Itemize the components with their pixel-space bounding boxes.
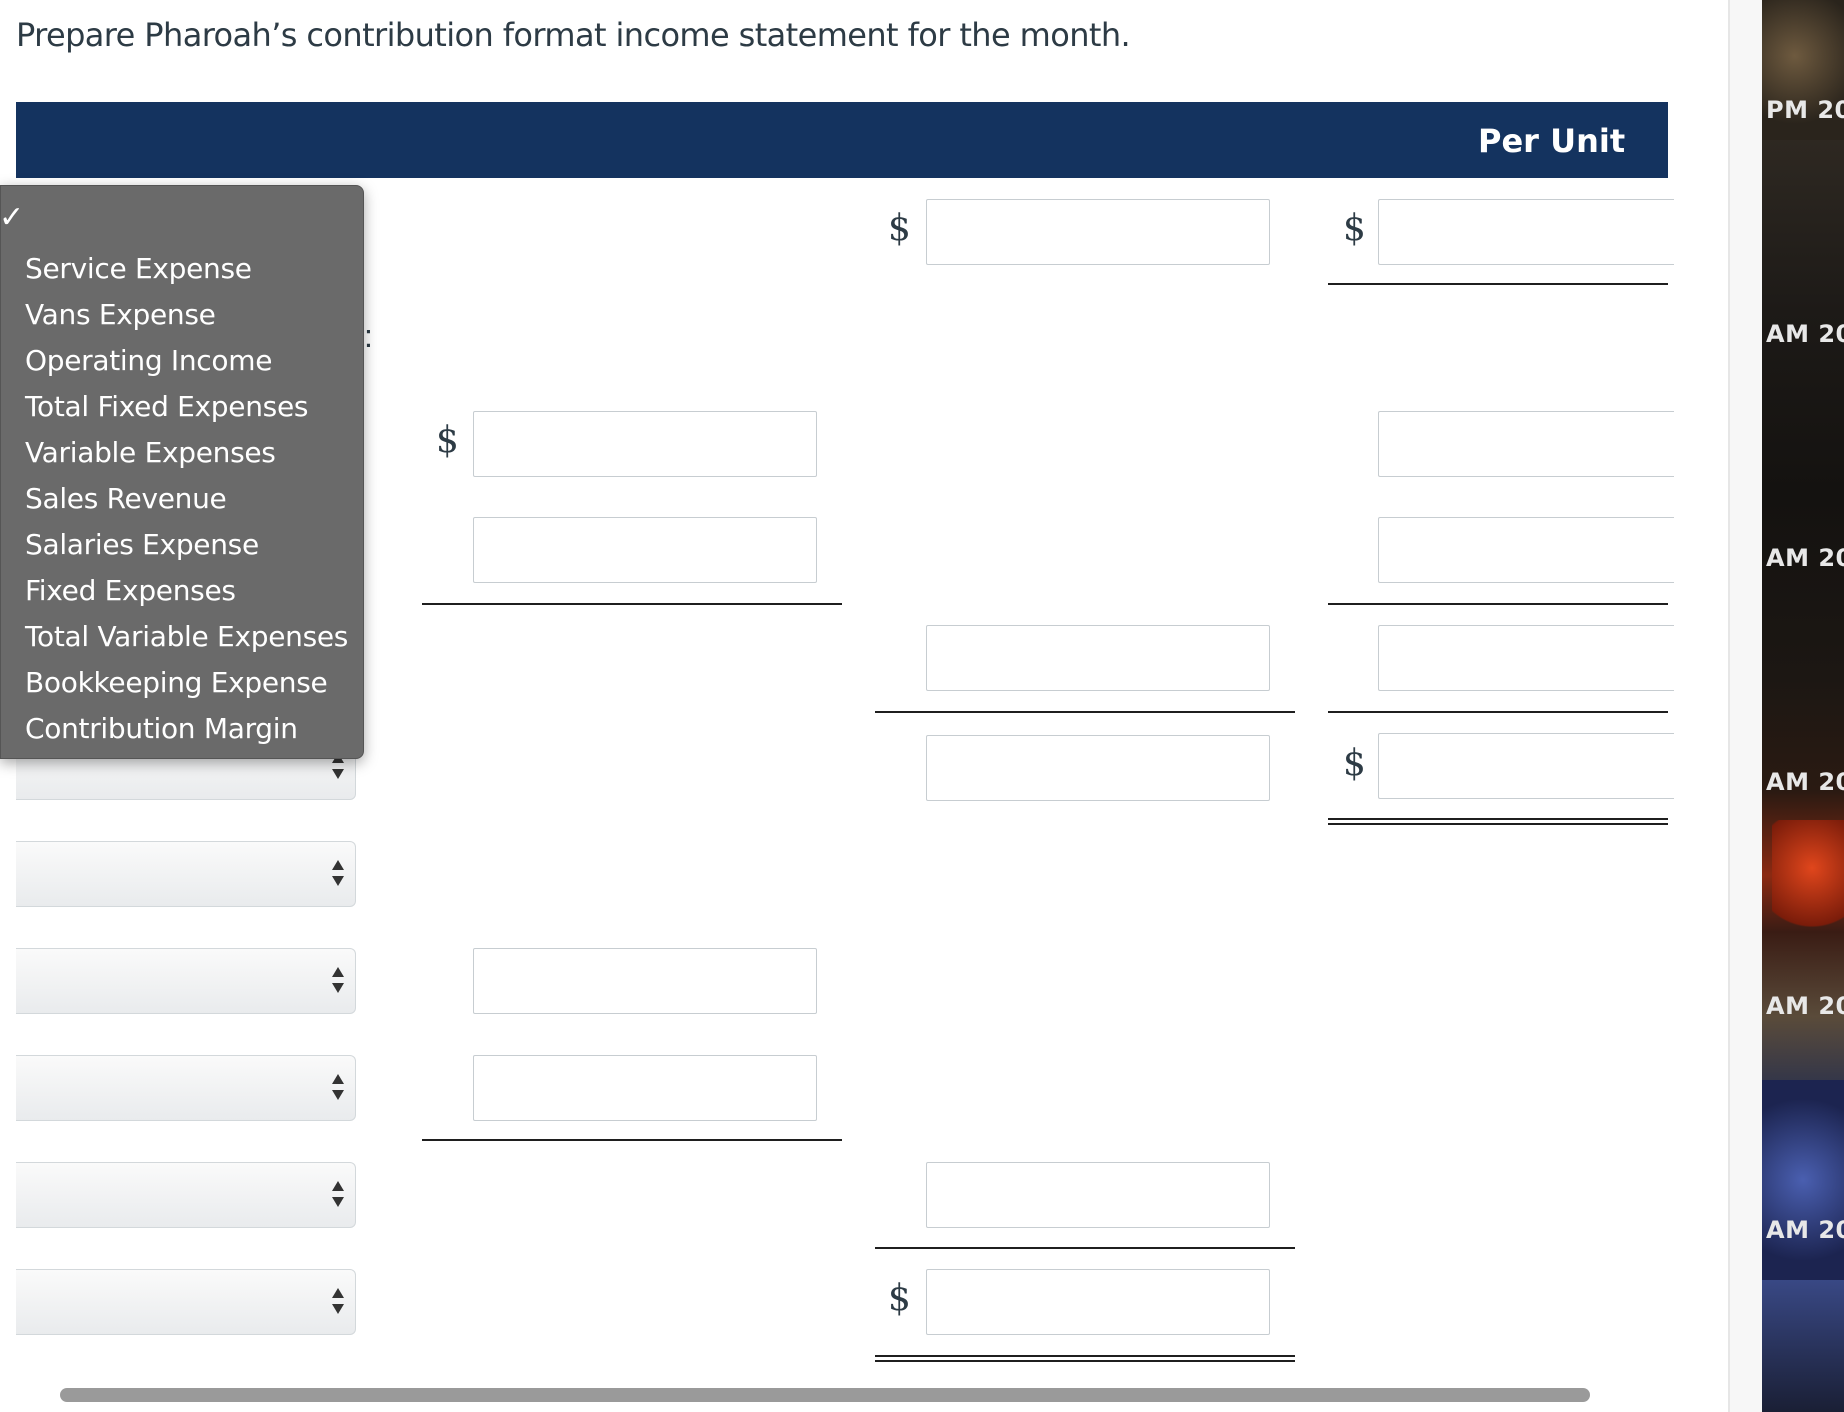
select-arrows-icon (332, 1288, 344, 1314)
checkmark-icon: ✓ (0, 201, 25, 234)
total-amount-input[interactable] (926, 735, 1270, 801)
dollar-sign: $ (1343, 208, 1366, 249)
expense-amount-input[interactable] (473, 948, 817, 1014)
double-rule (875, 1355, 1295, 1362)
subtotal-rule (1328, 283, 1668, 285)
row-label-select[interactable] (16, 1269, 356, 1335)
dropdown-option[interactable]: Service Expense (25, 252, 252, 285)
total-amount-input[interactable] (926, 1162, 1270, 1228)
row-label-select[interactable] (16, 1162, 356, 1228)
horizontal-scrollbar[interactable] (60, 1388, 1590, 1402)
dropdown-option[interactable]: Fixed Expenses (25, 574, 236, 607)
background-window-strip: PM 20 AM 20 AM 20 AM 20 AM 20 AM 20 (1762, 0, 1844, 1412)
dollar-sign: $ (1343, 743, 1366, 784)
timestamp-label: PM 20 (1766, 96, 1844, 124)
total-amount-input[interactable] (926, 199, 1270, 265)
total-amount-input[interactable] (926, 1269, 1270, 1335)
select-arrows-icon (332, 860, 344, 886)
subtotal-rule (1328, 603, 1668, 605)
per-unit-input[interactable] (1378, 517, 1674, 583)
select-arrows-icon (332, 753, 344, 779)
row-label-select[interactable] (16, 841, 356, 907)
double-rule (1328, 818, 1668, 825)
row-label-colon: : (364, 318, 373, 354)
dollar-sign: $ (436, 420, 459, 461)
dropdown-option[interactable]: Operating Income (25, 344, 273, 377)
timestamp-label: AM 20 (1766, 544, 1844, 572)
dropdown-option[interactable]: Vans Expense (25, 298, 216, 331)
per-unit-input[interactable] (1378, 199, 1674, 265)
expense-amount-input[interactable] (473, 1055, 817, 1121)
table-header (16, 102, 1668, 178)
timestamp-label: AM 20 (1766, 992, 1844, 1020)
total-amount-input[interactable] (926, 625, 1270, 691)
subtotal-rule (875, 1247, 1295, 1249)
expense-amount-input[interactable] (473, 411, 817, 477)
row-label-dropdown-menu[interactable]: ✓ Service Expense Vans Expense Operating… (0, 185, 364, 759)
dollar-sign: $ (888, 1278, 911, 1319)
page-divider (1728, 0, 1730, 1412)
timestamp-label: AM 20 (1766, 1216, 1844, 1244)
dropdown-option[interactable]: Total Fixed Expenses (25, 390, 309, 423)
dropdown-option[interactable]: Total Variable Expenses (25, 620, 349, 653)
per-unit-input[interactable] (1378, 733, 1674, 799)
timestamp-label: AM 20 (1766, 320, 1844, 348)
subtotal-rule (875, 711, 1295, 713)
subtotal-rule (422, 603, 842, 605)
row-label-select[interactable] (16, 948, 356, 1014)
per-unit-input[interactable] (1378, 625, 1674, 691)
per-unit-header: Per Unit (1478, 122, 1626, 160)
dropdown-option[interactable]: Contribution Margin (25, 712, 298, 745)
dropdown-option[interactable]: Variable Expenses (25, 436, 276, 469)
subtotal-rule (1328, 711, 1668, 713)
select-arrows-icon (332, 1181, 344, 1207)
dropdown-option[interactable]: Bookkeeping Expense (25, 666, 328, 699)
dropdown-option[interactable]: Salaries Expense (25, 528, 259, 561)
select-arrows-icon (332, 967, 344, 993)
timestamp-label: AM 20 (1766, 768, 1844, 796)
row-label-select[interactable] (16, 1055, 356, 1121)
per-unit-input[interactable] (1378, 411, 1674, 477)
select-arrows-icon (332, 1074, 344, 1100)
expense-amount-input[interactable] (473, 517, 817, 583)
dollar-sign: $ (888, 208, 911, 249)
dropdown-option[interactable]: Sales Revenue (25, 482, 227, 515)
subtotal-rule (422, 1139, 842, 1141)
page-gutter (1730, 0, 1762, 1412)
question-text: Prepare Pharoah’s contribution format in… (16, 16, 1131, 54)
